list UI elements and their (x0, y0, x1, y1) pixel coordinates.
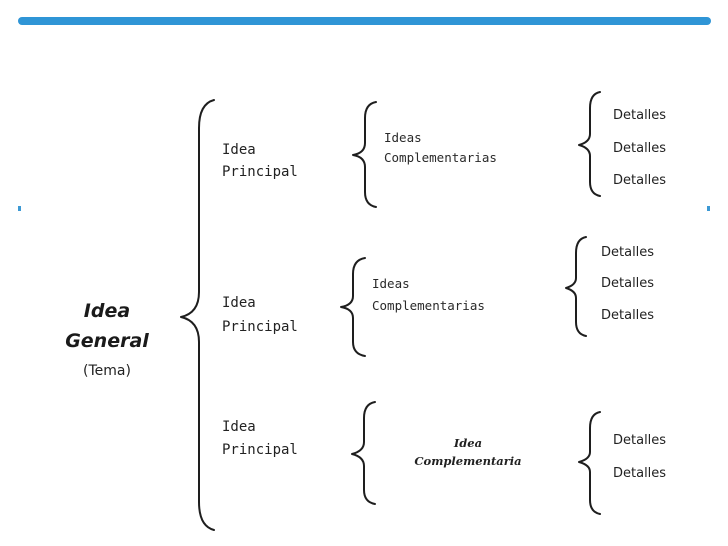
branch-3-complementary-line1: Idea (453, 436, 483, 450)
branch-3-details-brace (578, 411, 601, 515)
general-idea-line1: Idea (83, 300, 131, 322)
branch-3-complementary-brace (351, 401, 376, 505)
branch-1-detail-1: Detalles (613, 108, 667, 123)
general-idea-subtitle: (Tema) (83, 363, 131, 379)
branch-2-detail-3: Detalles (601, 308, 655, 323)
branch-2-complementary-brace (340, 257, 366, 357)
main-brace (180, 99, 215, 531)
slide-edge-mark-left (18, 206, 21, 211)
branch-3-main-idea-line2: Principal (222, 442, 298, 458)
branch-1-complementary-brace (352, 101, 377, 208)
branch-1-complementary-line1: Ideas (384, 130, 422, 145)
branch-3-detail-2: Detalles (613, 466, 667, 481)
branch-1-details-brace (578, 91, 601, 197)
branch-1-main-idea-line1: Idea (222, 142, 256, 158)
branch-2-detail-1: Detalles (601, 245, 655, 260)
branch-2-main-idea-line2: Principal (222, 319, 298, 335)
branch-3-complementary-line2: Complementaria (414, 454, 522, 468)
branch-2-complementary-line1: Ideas (372, 276, 410, 291)
branch-1-detail-3: Detalles (613, 173, 667, 188)
branch-2-complementary-line2: Complementarias (372, 298, 485, 313)
branch-2-details-brace (565, 236, 587, 337)
branch-2-detail-2: Detalles (601, 276, 655, 291)
branch-3-detail-1: Detalles (613, 433, 667, 448)
slide-edge-mark-right (707, 206, 710, 211)
slide-header-bar (18, 17, 711, 25)
branch-1-complementary-line2: Complementarias (384, 150, 497, 165)
branch-2-main-idea-line1: Idea (222, 295, 256, 311)
branch-1-detail-2: Detalles (613, 141, 667, 156)
branch-1-main-idea-line2: Principal (222, 164, 298, 180)
general-idea-line2: General (65, 330, 149, 352)
branch-3-main-idea-line1: Idea (222, 419, 256, 435)
